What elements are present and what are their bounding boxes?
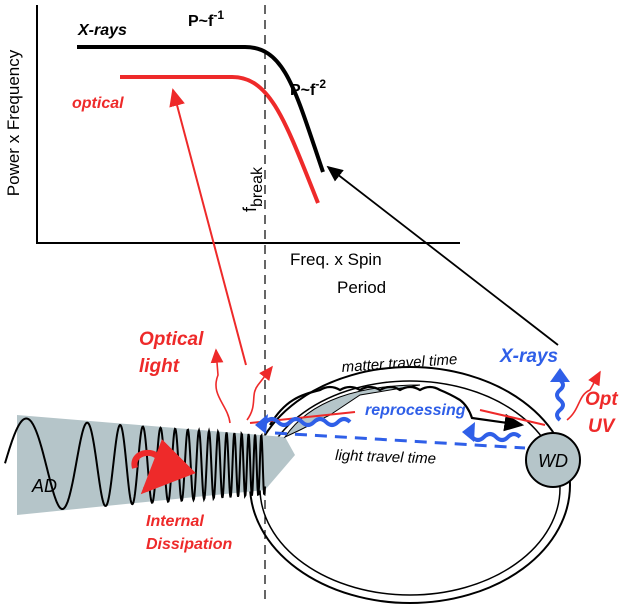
optical-series-label: optical <box>72 95 124 112</box>
wd-label: WD <box>538 451 568 471</box>
x-axis-label-1: Freq. x Spin <box>290 250 382 269</box>
xray-spectrum-curve <box>77 45 325 173</box>
power-spectrum-plot: Power x Frequency X-rays optical P~f-1 P… <box>4 5 460 297</box>
xray-arrow <box>326 165 559 346</box>
reprocessing-line-right <box>479 409 546 426</box>
opt-label: Opt <box>585 389 618 410</box>
optical-photon-2 <box>246 365 273 421</box>
xray-photon-left-head <box>255 414 268 434</box>
light-travel-label: light travel time <box>335 447 436 468</box>
xrays-series-label: X-rays <box>77 22 127 39</box>
optical-spectrum-curve <box>120 75 320 204</box>
matter-travel-label: matter travel time <box>341 351 458 376</box>
white-dwarf <box>525 432 581 488</box>
x-axis-label-2: Period <box>337 278 386 297</box>
y-axis-label: Power x Frequency <box>4 49 23 196</box>
light-travel-dashed <box>274 431 526 450</box>
optical-arrow <box>169 88 247 366</box>
circular-arrow-icon <box>131 439 196 495</box>
xray-photon-up <box>555 378 565 422</box>
optical-photon-1 <box>210 348 231 424</box>
dissipation-label: Dissipation <box>146 536 232 553</box>
matter-stream-wavy <box>269 385 525 432</box>
xray-photon-right <box>470 432 522 442</box>
slope-1-label: P~f-1 <box>188 8 224 30</box>
optical-light-label-2: light <box>139 356 180 377</box>
xray-photon-right-head <box>462 422 475 442</box>
fbreak-label: fbreak <box>240 166 266 212</box>
internal-label: Internal <box>146 513 204 530</box>
ad-label: AD <box>31 476 57 496</box>
reprocessing-label: reprocessing <box>365 402 466 419</box>
slope-2-label: P~f-2 <box>290 77 326 99</box>
xray-photon-up-head <box>550 368 570 382</box>
xray-photon-left <box>261 417 352 427</box>
xrays-label: X-rays <box>499 346 558 367</box>
opt-uv-photon <box>566 370 601 421</box>
uv-label: UV <box>588 416 616 437</box>
axes <box>36 5 460 244</box>
optical-light-label-1: Optical <box>139 329 204 350</box>
disk-oscillation-wave <box>4 417 266 510</box>
